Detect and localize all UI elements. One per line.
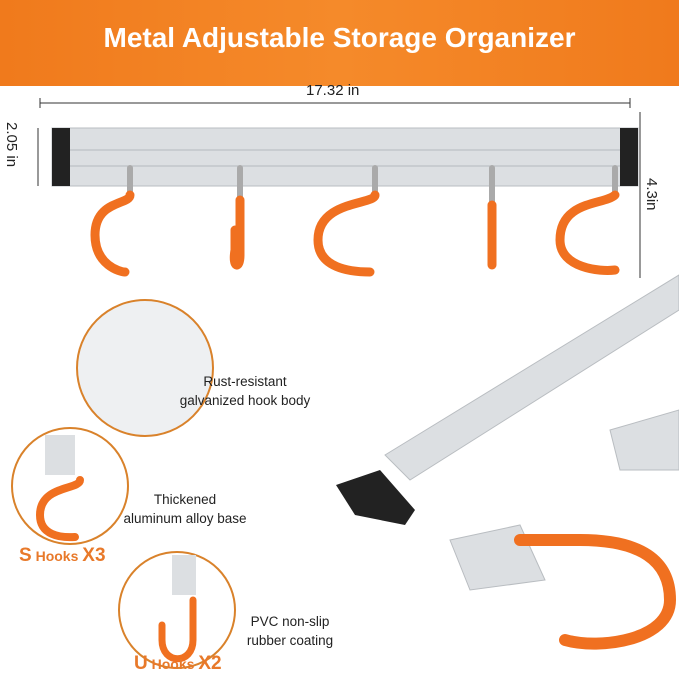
dimension-lines <box>37 98 641 278</box>
width-dimension: 17.32 in <box>306 82 360 99</box>
depth-dimension: 4.3in <box>643 178 660 211</box>
rail-assembly <box>51 127 639 187</box>
s-hooks-label: S Hooks X3 <box>19 545 106 566</box>
u-hooks-label: U Hooks X2 <box>134 653 222 674</box>
hooks-on-rail <box>90 165 620 277</box>
height-dimension: 2.05 in <box>3 122 20 168</box>
rail-detail-circle <box>76 299 214 437</box>
s-hook-exploded <box>514 534 677 650</box>
end-cap <box>336 470 415 525</box>
title-banner <box>0 0 679 86</box>
page-title: Metal Adjustable Storage Organizer <box>103 22 576 53</box>
rail-exploded <box>384 274 679 481</box>
u-hook-detail-circle <box>118 551 236 669</box>
